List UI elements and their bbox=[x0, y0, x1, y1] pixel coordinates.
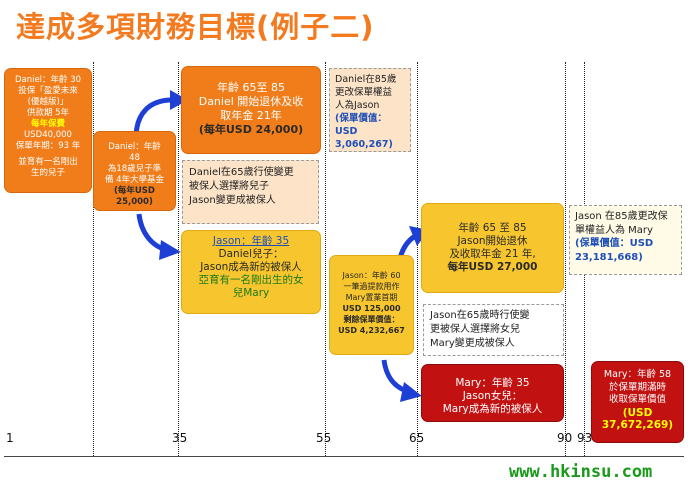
box-highlight: USD 4,232,667 bbox=[338, 326, 405, 335]
box-text: Daniel 開始退休及收 bbox=[198, 95, 304, 108]
box-text: 備 4年大學基金 bbox=[104, 175, 165, 185]
note-text: Mary變更成被保人 bbox=[430, 338, 515, 349]
box-text: 並育有一名剛出 bbox=[18, 157, 78, 167]
box-highlight: (每年USD bbox=[114, 186, 155, 196]
jason-65-change-note: Jason在65歲時行使變 更被保人選擇將女兒 Mary變更成被保人 bbox=[423, 304, 564, 356]
note-text: 單權益人為 Mary bbox=[575, 224, 653, 236]
daniel-age-65-85-box: 年齡 65至 85 Daniel 開始退休及收 取年金 21年 (每年USD 2… bbox=[181, 66, 321, 154]
note-text: Jason變更成被保人 bbox=[189, 195, 276, 206]
timeline-divider bbox=[325, 62, 326, 456]
note-text: 更改保單權益 bbox=[335, 87, 393, 98]
timeline-axis bbox=[4, 456, 684, 457]
axis-tick: 55 bbox=[316, 431, 332, 445]
box-highlight: (USD bbox=[622, 406, 653, 419]
box-text: Daniel：年齡 30 bbox=[14, 75, 82, 85]
jason-age-35-box: Jason：年齡 35 Daniel兒子： Jason成為新的被保人 亞育有一名… bbox=[181, 230, 321, 314]
note-text: 被保人選擇將兒子 bbox=[189, 181, 269, 192]
axis-tick: 93 bbox=[577, 431, 593, 445]
note-value: (保單價值：USD bbox=[575, 238, 654, 249]
box-text: Mary：年齡 58 bbox=[603, 369, 672, 380]
box-text: Jason：年齡 35 bbox=[212, 235, 290, 247]
timeline-divider bbox=[178, 62, 179, 456]
box-text: 取年金 21年 bbox=[220, 109, 282, 122]
box-text: 年齡 65至 85 bbox=[217, 81, 285, 94]
mary-age-58-box: Mary：年齡 58 於保單期滿時 收取保單價值 (USD 37,672,269… bbox=[591, 361, 684, 443]
box-highlight: USD 125,000 bbox=[342, 304, 401, 313]
note-text: Jason 在85歲更改保 bbox=[575, 211, 668, 222]
box-text: 於保單期滿時 bbox=[608, 381, 666, 393]
daniel-age-30-box: Daniel：年齡 30 投保「盈愛未來 (優越版)」 供款期 5年 每年保費 … bbox=[4, 68, 92, 193]
box-text: 供款期 5年 bbox=[26, 108, 70, 118]
daniel-85-note: Daniel在85歲 更改保單權益 人為Jason (保單價值：USD 3,06… bbox=[329, 68, 411, 152]
axis-tick: 65 bbox=[409, 431, 425, 445]
jason-age-65-85-box: 年齡 65 至 85 Jason開始退休 及收取年金 21 年, 每年USD 2… bbox=[421, 203, 564, 293]
note-text: Jason在65歲時行使變 bbox=[430, 310, 530, 321]
box-text: 一筆過提款用作 bbox=[343, 282, 400, 291]
note-value: 23,181,668) bbox=[575, 251, 643, 263]
axis-tick: 90 bbox=[557, 431, 573, 445]
box-highlight: (每年USD 24,000) bbox=[198, 123, 304, 136]
box-text: 年齡 65 至 85 bbox=[458, 222, 527, 234]
note-text: 更被保人選擇將女兒 bbox=[430, 324, 520, 335]
box-text: 生的兒子 bbox=[30, 168, 65, 178]
timeline-divider bbox=[417, 62, 418, 456]
arrow-down-right-icon bbox=[381, 359, 422, 402]
note-value: 3,060,267) bbox=[335, 139, 393, 150]
axis-tick: 35 bbox=[172, 431, 188, 445]
box-text: 保單年期：93 年 bbox=[15, 141, 81, 151]
mary-age-35-box: Mary：年齡 35 Jason女兒： Mary成為新的被保人 bbox=[421, 364, 564, 422]
note-text: 人為Jason bbox=[335, 100, 380, 111]
axis-tick: 1 bbox=[6, 431, 14, 445]
box-text: (優越版)」 bbox=[27, 97, 69, 107]
note-text: Daniel在65歲行使變更 bbox=[189, 167, 294, 178]
box-text: Jason開始退休 bbox=[457, 235, 528, 247]
box-text: Jason女兒： bbox=[462, 390, 523, 402]
note-text: Daniel在85歲 bbox=[335, 74, 397, 85]
box-text: 及收取年金 21 年, bbox=[449, 248, 536, 260]
box-text: Daniel：年齡 bbox=[108, 142, 161, 152]
box-text: Mary成為新的被保人 bbox=[442, 403, 543, 415]
box-text: 亞育有一名剛出生的女 bbox=[198, 274, 304, 286]
box-text: Mary置業首期 bbox=[345, 293, 398, 302]
box-text: USD40,000 bbox=[24, 130, 72, 140]
box-highlight: 每年USD 27,000 bbox=[447, 261, 538, 273]
jason-age-60-box: Jason：年齡 60 一筆過提款用作 Mary置業首期 USD 125,000… bbox=[329, 255, 414, 355]
box-highlight: 37,672,269) bbox=[601, 419, 674, 431]
box-text: Daniel兒子： bbox=[218, 248, 284, 260]
timeline-divider bbox=[565, 62, 566, 456]
box-highlight: 每年保費 bbox=[30, 119, 65, 129]
box-text: 收取保單價值 bbox=[608, 394, 666, 405]
box-highlight: 剩餘保單價值： bbox=[343, 315, 400, 324]
arrow-down-right-icon bbox=[136, 213, 181, 260]
box-highlight: 25,000) bbox=[116, 197, 153, 207]
page-title: 達成多項財務目標(例子二) bbox=[16, 10, 375, 44]
daniel-65-change-note: Daniel在65歲行使變更 被保人選擇將兒子 Jason變更成被保人 bbox=[182, 160, 319, 224]
note-value: (保單價值：USD bbox=[335, 113, 387, 137]
box-text: Mary：年齡 35 bbox=[455, 377, 530, 389]
footer-url: www.hkinsu.com bbox=[509, 462, 653, 482]
timeline-divider bbox=[93, 62, 94, 456]
daniel-age-48-box: Daniel：年齡 48 為18歲兒子準 備 4年大學基金 (每年USD 25,… bbox=[93, 131, 176, 211]
box-text: 48 bbox=[129, 153, 140, 163]
jason-85-note: Jason 在85歲更改保 單權益人為 Mary (保單價值：USD 23,18… bbox=[569, 205, 682, 275]
box-text: 投保「盈愛未來 bbox=[18, 86, 78, 96]
box-text: 為18歲兒子準 bbox=[107, 164, 162, 174]
box-text: Jason：年齡 60 bbox=[342, 271, 401, 280]
box-text: 兒Mary bbox=[232, 287, 270, 299]
box-text: Jason成為新的被保人 bbox=[200, 261, 302, 273]
